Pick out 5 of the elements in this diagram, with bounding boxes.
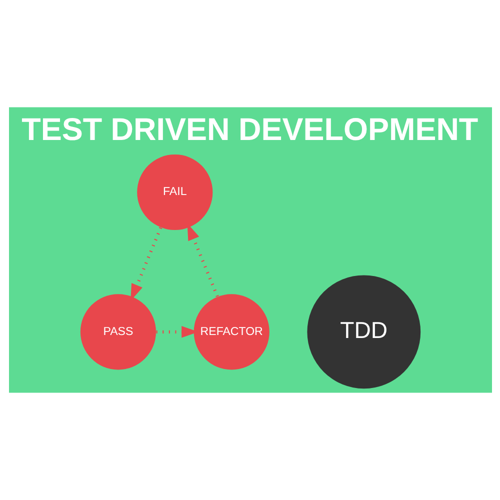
node-circle: TDD xyxy=(306,275,420,389)
diagram-title: TEST DRIVEN DEVELOPMENT xyxy=(21,110,478,147)
node-circle: FAIL xyxy=(136,154,212,230)
node-circle: PASS xyxy=(80,294,156,370)
node-circle: REFACTOR xyxy=(193,294,269,370)
